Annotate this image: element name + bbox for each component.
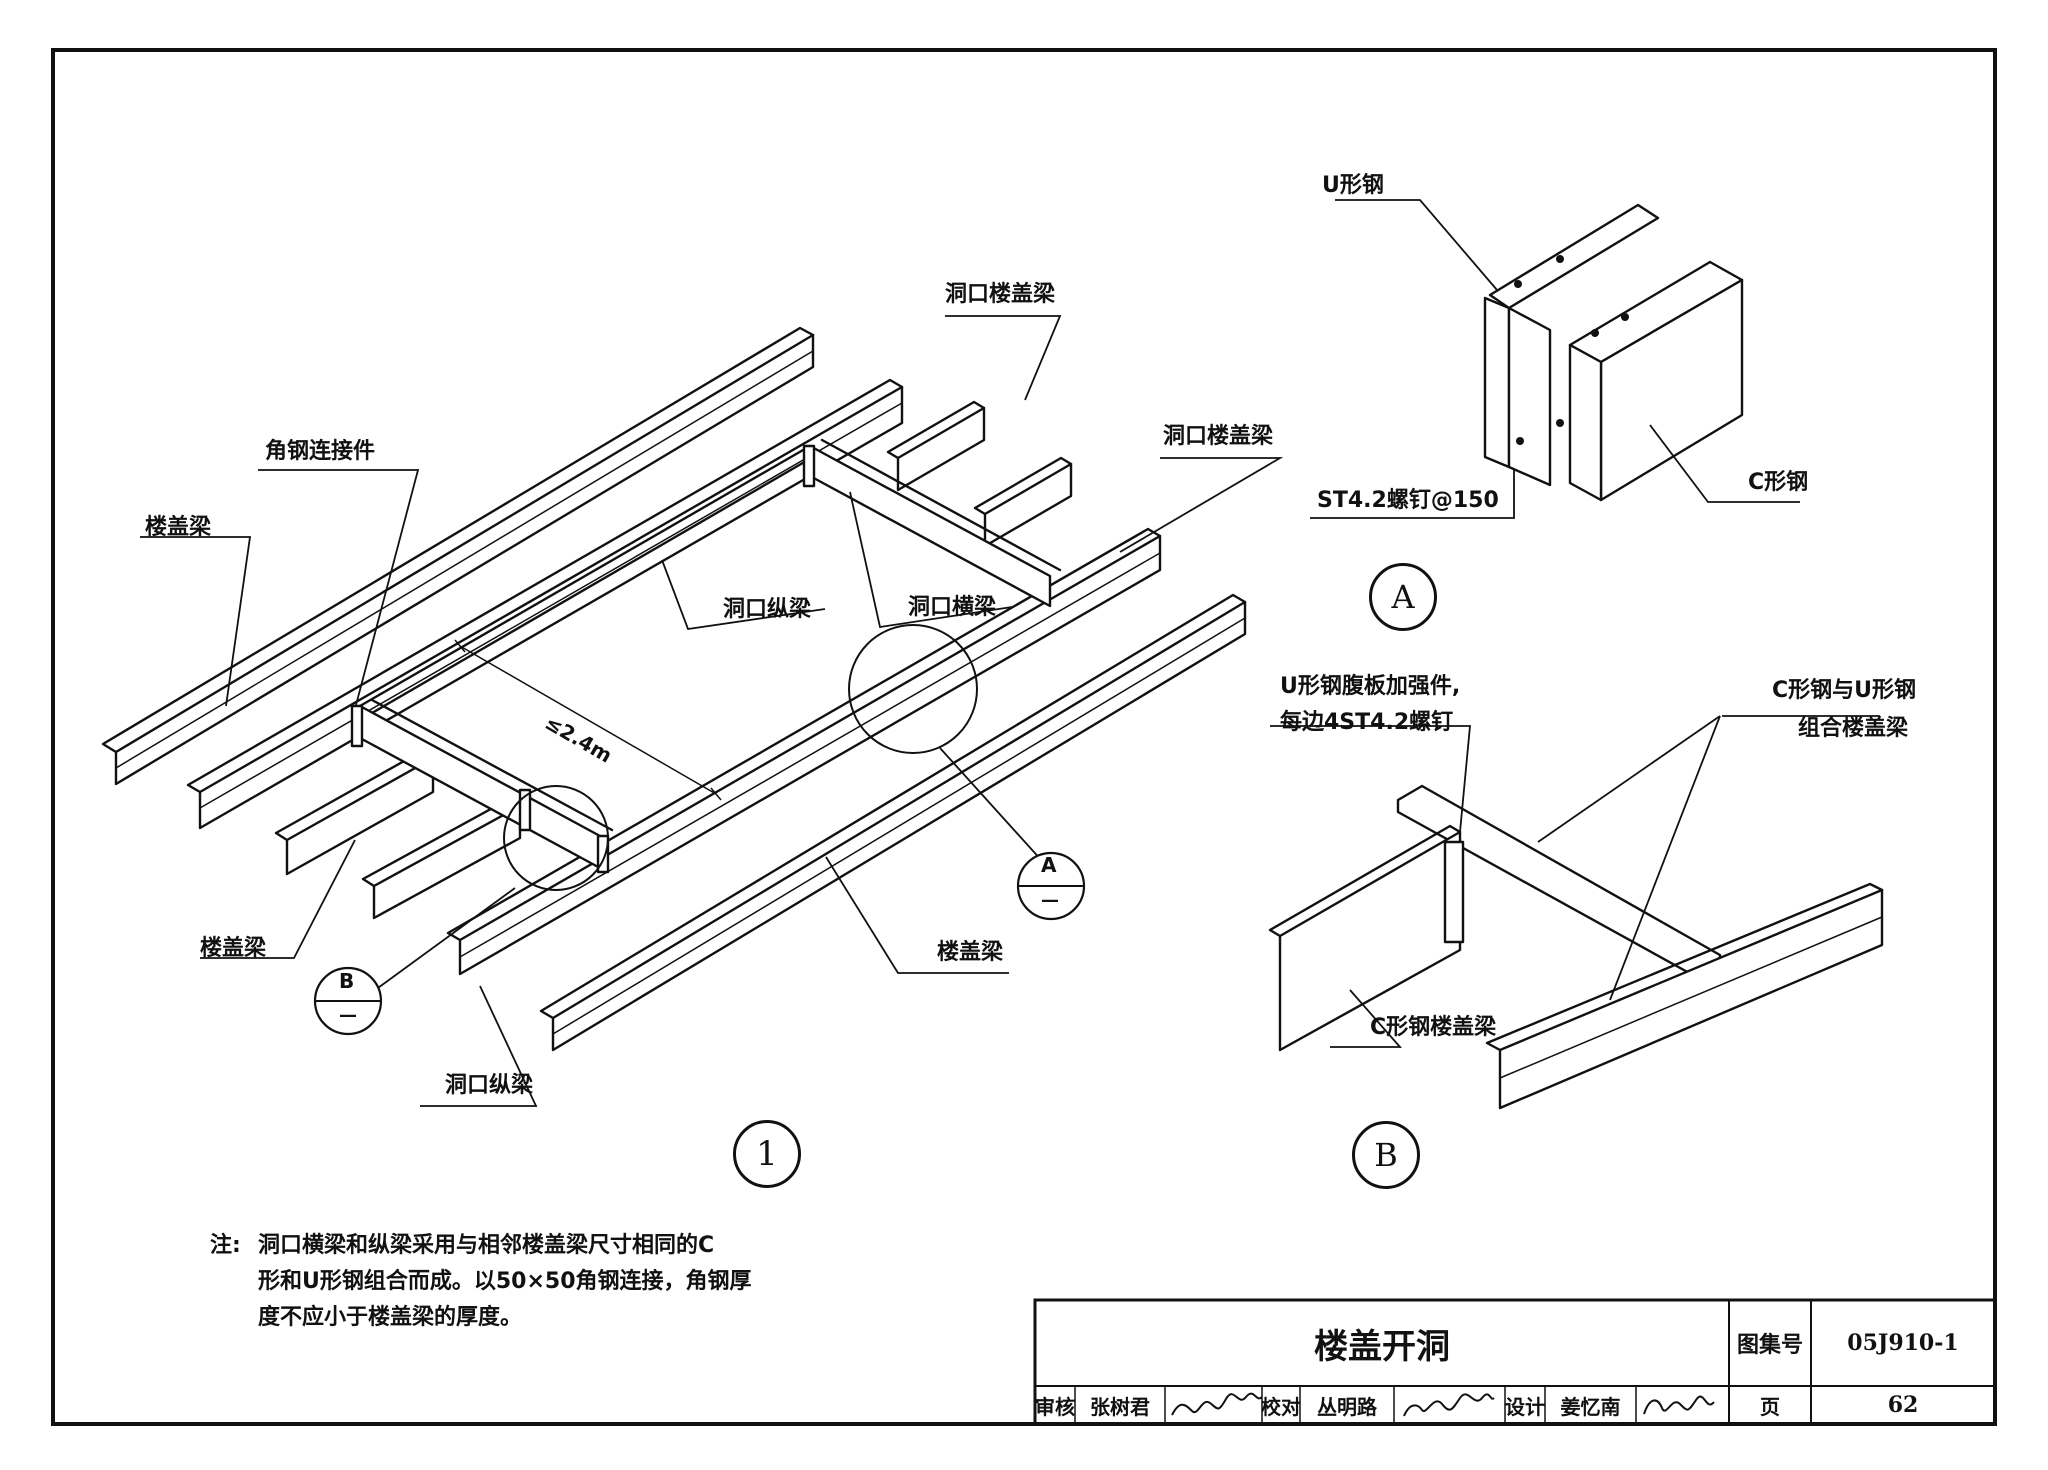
- detail-mark-b-text: B: [1374, 1136, 1398, 1174]
- detail-mark-b: B: [1352, 1121, 1420, 1189]
- label-angle-connector: 角钢连接件: [265, 439, 376, 464]
- note-line-1: 洞口横梁和纵梁采用与相邻楼盖梁尺寸相同的C: [258, 1233, 715, 1258]
- callout-b-sub: —: [339, 1005, 357, 1026]
- detail-b-view: [1268, 715, 1884, 1110]
- short-joists-left: [274, 749, 522, 920]
- callout-a-letter: A: [1041, 853, 1057, 877]
- note-prefix: 注:: [210, 1233, 241, 1258]
- detail-mark-a: A: [1369, 563, 1437, 631]
- title-block-check-label: 校对: [1261, 1394, 1301, 1419]
- detail-mark-a-text: A: [1391, 578, 1415, 616]
- label-combined-beam-2: 组合楼盖梁: [1798, 716, 1909, 741]
- label-u-web-stiffener-1: U形钢腹板加强件,: [1280, 674, 1461, 699]
- label-opening-long-beam-bottom: 洞口纵梁: [445, 1073, 534, 1098]
- title-block-checker: 丛明路: [1317, 1394, 1377, 1419]
- signature-designer: [1643, 1395, 1715, 1415]
- title-block-reviewer: 张树君: [1090, 1394, 1150, 1419]
- detail-circle-a: [848, 624, 978, 754]
- floor-beam-far-left: [101, 326, 815, 786]
- floor-beam-near-right: [539, 593, 1247, 1052]
- label-combined-beam-1: C形钢与U形钢: [1772, 678, 1917, 703]
- detail-mark-1: 1: [733, 1120, 801, 1188]
- note-line-3: 度不应小于楼盖梁的厚度。: [258, 1305, 523, 1330]
- callout-b: [313, 966, 383, 1036]
- label-screw-spec: ST4.2螺钉@150: [1317, 488, 1499, 513]
- opening-cross-beams: [350, 438, 1062, 874]
- label-opening-floor-beam-right: 洞口楼盖梁: [1163, 424, 1274, 449]
- label-floor-beam-lower-left: 楼盖梁: [200, 936, 267, 961]
- label-c-steel: C形钢: [1748, 470, 1809, 495]
- drawing-frame: [51, 48, 1997, 1426]
- title-block-grid: [1033, 1298, 1997, 1426]
- title-block-design-label: 设计: [1505, 1394, 1545, 1419]
- title-block-page-no: 62: [1887, 1392, 1919, 1418]
- callout-b-letter: B: [339, 969, 355, 993]
- note-line-2: 形和U形钢组合而成。以50×50角钢连接，角钢厚: [258, 1269, 752, 1294]
- dimension-line: [454, 639, 722, 801]
- detail-mark-1-text: 1: [756, 1134, 778, 1174]
- title-block-atlas-label: 图集号: [1736, 1333, 1803, 1358]
- title-block-atlas-no: 05J910-1: [1847, 1330, 1959, 1356]
- label-floor-beam-lower-right: 楼盖梁: [937, 940, 1004, 965]
- label-u-web-stiffener-2: 每边4ST4.2螺钉: [1280, 710, 1454, 735]
- label-opening-floor-beam-top: 洞口楼盖梁: [945, 282, 1056, 307]
- title-block-page-label: 页: [1760, 1394, 1780, 1419]
- title-block-review-label: 审核: [1035, 1394, 1075, 1419]
- short-joists-right: [886, 400, 1073, 548]
- label-opening-cross-beam: 洞口横梁: [908, 595, 997, 620]
- detail-circle-b: [503, 785, 609, 891]
- signature-reviewer: [1171, 1392, 1263, 1416]
- callout-a: [1016, 851, 1086, 921]
- detail-a-view: [1310, 199, 1800, 519]
- label-floor-beam-far-left: 楼盖梁: [145, 515, 212, 540]
- signature-checker: [1403, 1393, 1495, 1417]
- callout-a-sub: —: [1041, 890, 1059, 911]
- label-opening-long-beam-top: 洞口纵梁: [723, 597, 812, 622]
- label-c-steel-floor-beam: C形钢楼盖梁: [1370, 1015, 1497, 1040]
- title-block-designer: 姜忆南: [1560, 1394, 1621, 1419]
- main-isometric-view: [101, 315, 1284, 1107]
- leader-lines-main: [140, 315, 1284, 1107]
- title-block-title: 楼盖开洞: [1314, 1326, 1450, 1367]
- label-u-steel: U形钢: [1322, 173, 1384, 198]
- opening-long-beam-far: [358, 444, 822, 715]
